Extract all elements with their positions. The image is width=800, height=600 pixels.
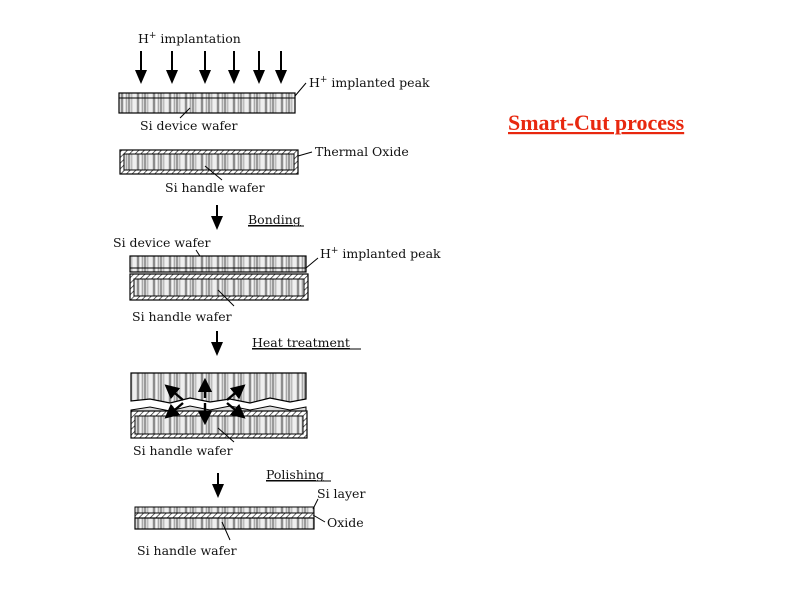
down-arrow-icon <box>199 51 211 84</box>
bonding-header: Bonding <box>248 212 301 227</box>
polishing-header: Polishing <box>266 467 324 482</box>
soi-wafer-step4 <box>134 506 315 530</box>
down-arrow-icon <box>212 473 224 498</box>
down-arrow-icon <box>228 51 240 84</box>
down-arrow-icon <box>135 51 147 84</box>
down-arrow-icon <box>275 51 287 84</box>
device-wafer-label-1: Si device wafer <box>140 118 238 133</box>
bonded-stack-step2 <box>129 255 309 301</box>
down-arrow-icon <box>166 51 178 84</box>
oxidized-handle-wafer-step1 <box>119 149 299 175</box>
down-arrow-icon <box>211 331 223 356</box>
device-wafer-step1 <box>118 92 296 114</box>
handle-wafer-label-1: Si handle wafer <box>165 180 265 195</box>
handle-wafer-label-2: Si handle wafer <box>132 309 232 324</box>
si-layer-label: Si layer <box>317 486 365 501</box>
slide-title: Smart-Cut process <box>508 110 685 135</box>
device-wafer-label-2: Si device wafer <box>113 235 211 250</box>
split-device-layer-step3 <box>130 372 307 404</box>
thermal-oxide-label: Thermal Oxide <box>315 144 409 159</box>
implanted-peak-label-2: H+ implanted peak <box>320 246 441 261</box>
down-arrow-icon <box>253 51 265 84</box>
handle-wafer-label-3: Si handle wafer <box>133 443 233 458</box>
handle-wafer-label-4: Si handle wafer <box>137 543 237 558</box>
implanted-peak-label-1: H+ implanted peak <box>309 75 430 90</box>
heat-treatment-header: Heat treatment <box>252 335 350 350</box>
cleaved-handle-stack-step3 <box>130 405 308 439</box>
cleave-arrows <box>164 377 246 426</box>
implantation-arrows <box>135 51 287 84</box>
implantation-label: H+ implantation <box>138 31 241 46</box>
down-arrow-icon <box>211 205 223 230</box>
oxide-label: Oxide <box>327 515 364 530</box>
